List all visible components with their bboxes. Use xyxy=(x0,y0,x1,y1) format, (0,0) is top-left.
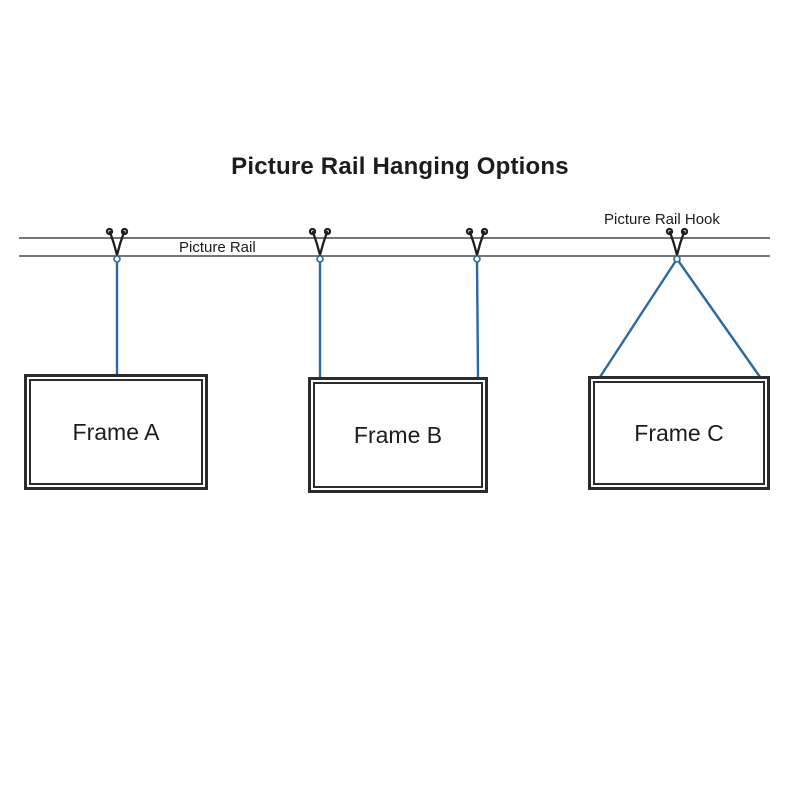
hook-icon xyxy=(108,230,126,257)
wire-loop xyxy=(316,255,324,263)
hook-icon xyxy=(668,230,686,257)
hook-curl-right xyxy=(323,227,332,236)
hook-curl-left xyxy=(308,227,317,236)
hook-curl-right xyxy=(680,227,689,236)
frame-c: Frame C xyxy=(588,376,770,490)
frame-c-inner-border: Frame C xyxy=(593,381,765,485)
frame-a-label: Frame A xyxy=(72,418,160,445)
hook-curl-right xyxy=(120,227,129,236)
frame-b: Frame B xyxy=(308,377,488,493)
frame-a-inner-border: Frame A xyxy=(29,379,203,485)
frame-c-label: Frame C xyxy=(634,419,724,446)
rail-hook-frame-b-left xyxy=(308,227,332,263)
wire-loop xyxy=(473,255,481,263)
hook-icon xyxy=(468,230,486,257)
frame-b-label: Frame B xyxy=(353,421,443,448)
rail-hook-frame-c xyxy=(665,227,689,263)
rail-hook-frame-b-right xyxy=(465,227,489,263)
rail-hook-frame-a xyxy=(105,227,129,263)
wire-frame-b-right xyxy=(475,258,480,379)
hook-curl-left xyxy=(105,227,114,236)
wire-loop xyxy=(673,255,681,263)
hook-icon xyxy=(311,230,329,257)
hook-curl-right xyxy=(480,227,489,236)
picture-rail-hook-label: Picture Rail Hook xyxy=(604,211,720,228)
diagram-title: Picture Rail Hanging Options xyxy=(231,153,569,180)
wire-frame-c-right xyxy=(676,258,761,378)
frame-a: Frame A xyxy=(24,374,208,490)
frame-b-inner-border: Frame B xyxy=(313,382,483,488)
hook-curl-left xyxy=(665,227,674,236)
picture-rail-label: Picture Rail xyxy=(179,239,256,256)
wire-loop xyxy=(113,255,121,263)
hook-curl-left xyxy=(465,227,474,236)
wire-frame-c-left xyxy=(598,258,679,378)
